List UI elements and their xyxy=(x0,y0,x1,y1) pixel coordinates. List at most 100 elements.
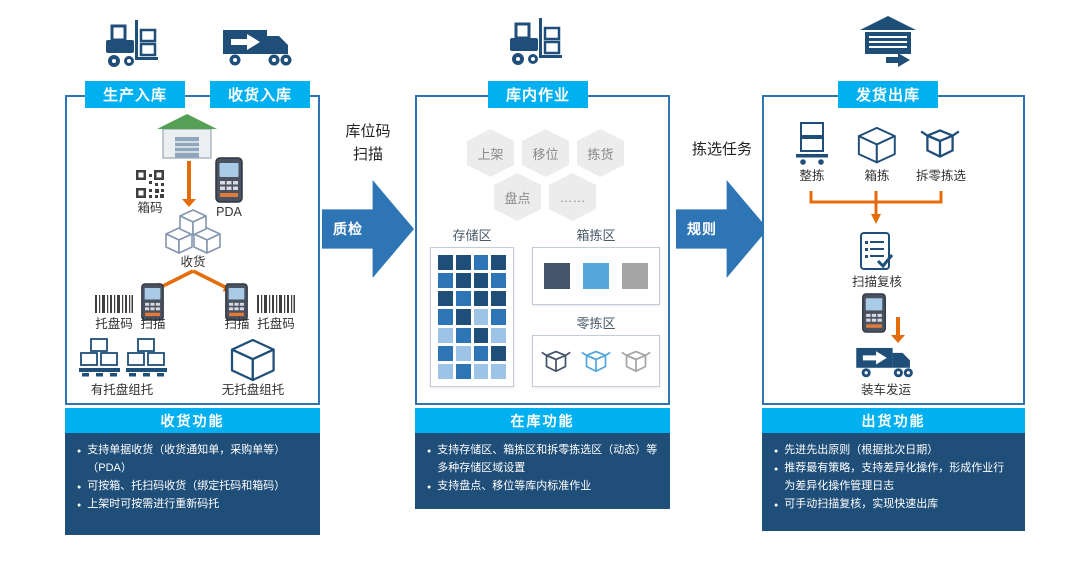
bullet-text: 支持存储区、箱拣区和拆零拣选区（动态）等多种存储区域设置 xyxy=(437,444,658,475)
box-pick-zone-box xyxy=(532,247,660,305)
without-pallet-label: 无托盘组托 xyxy=(221,383,285,397)
pda-label: PDA xyxy=(216,205,242,219)
storage-zone-box xyxy=(430,247,514,387)
barcode-icon xyxy=(95,295,133,313)
bullet-item: ●上架时可按需进行重新码托 xyxy=(75,495,310,513)
hex-pick: 拣货 xyxy=(577,129,624,177)
storage-cell xyxy=(455,327,471,343)
ship-label: 装车发运 xyxy=(860,383,911,397)
open-box-icon xyxy=(580,350,612,373)
outbound-footer: 出货功能 ●先进先出原则（根据批次日期） ●推荐最有策略，支持差异化操作，形成作… xyxy=(762,408,1025,531)
factory-building-icon xyxy=(157,114,217,159)
bullet-icon: ● xyxy=(77,484,82,492)
storage-cell xyxy=(438,363,453,379)
header-warehouse-ops: 库内作业 xyxy=(488,81,588,108)
bullet-item: ● 支持存储区、箱拣区和拆零拣选区（动态）等多种存储区域设置 xyxy=(425,441,660,477)
pallet-boxes-icon xyxy=(126,338,167,377)
open-box-icon xyxy=(620,350,652,373)
shipping-truck-icon xyxy=(856,347,913,378)
storage-cell xyxy=(473,327,489,343)
bullet-text: 先进先出原则（根据批次日期） xyxy=(784,444,939,456)
inbound-footer-title: 收货功能 xyxy=(65,408,320,433)
box-pick-swatch xyxy=(583,263,609,289)
warehouse-footer-body: ● 支持存储区、箱拣区和拆零拣选区（动态）等多种存储区域设置 ● 支持盘点、移位等库… xyxy=(415,433,670,509)
storage-cell xyxy=(455,363,471,379)
pda-scanner-icon xyxy=(141,283,164,321)
bullet-item: ● 可手动扫描复核，实现快速出库 xyxy=(772,495,1015,513)
pda-icon xyxy=(215,157,243,203)
barcode-icon xyxy=(257,295,295,313)
storage-cell xyxy=(473,273,489,289)
pallet-boxes-icon xyxy=(79,338,120,377)
flow1-arrow-right-icon: 质检 xyxy=(322,180,414,278)
with-pallet-label: 有托盘组托 xyxy=(90,383,154,397)
bullet-icon: ● xyxy=(427,484,432,492)
storage-cell xyxy=(491,345,506,361)
bullet-icon: ● xyxy=(427,448,432,455)
bullet-icon: ● xyxy=(774,502,779,510)
bullet-icon: ● xyxy=(774,466,779,474)
flow1-label-line1: 库位码 xyxy=(345,123,391,140)
bullet-item: ● 推荐最有策略，支持差异化操作，形成作业行为差异化操作管理日志 xyxy=(772,459,1015,495)
bullet-text: 支持盘点、移位等库内标准作业 xyxy=(437,480,592,493)
flow2-label: 拣选任务 xyxy=(678,138,766,161)
storage-cell xyxy=(491,255,506,271)
header-receiving-inbound: 收货入库 xyxy=(210,81,310,108)
bullet-text: 可手动扫描复核，实现快速出库 xyxy=(784,498,939,511)
storage-cell xyxy=(473,345,489,361)
header-outbound: 发货出库 xyxy=(838,81,938,108)
production-forklift-icon xyxy=(106,20,158,67)
storage-cell xyxy=(473,255,489,271)
warehouse-footer-title: 在库功能 xyxy=(415,408,670,433)
outbound-panel: 整拣 箱拣 拆零拣选 扫描 xyxy=(762,95,1025,405)
single-box-icon xyxy=(230,339,275,382)
storage-cell xyxy=(473,291,489,307)
bullet-item: ● 可按箱、托扫码收货（绑定托码和箱码） xyxy=(75,477,310,495)
pda-scanner-icon xyxy=(225,283,248,321)
bullet-item: ●支持单据收货（收货通知单，采购单等）（PDA） xyxy=(75,441,310,477)
box-pick-icon xyxy=(857,127,896,164)
piece-pick-zone-box xyxy=(532,335,660,387)
storage-cell xyxy=(438,291,453,307)
storage-cell xyxy=(473,309,489,325)
qr-code-icon xyxy=(136,170,164,198)
bullet-item: ● 支持盘点、移位等库内标准作业 xyxy=(425,477,660,495)
storage-cell xyxy=(491,291,506,307)
hex-relocate: 移位 xyxy=(522,129,569,177)
down-arrow-icon xyxy=(182,161,196,207)
bullet-icon: ● xyxy=(774,448,779,455)
storage-cell xyxy=(438,345,453,361)
storage-cell xyxy=(491,309,506,325)
storage-cell xyxy=(455,291,471,307)
storage-cell xyxy=(438,327,453,343)
flow1-arrow-text: 质检 xyxy=(333,221,363,237)
piece-pick-label: 拆零拣选 xyxy=(915,169,966,183)
bullet-text: 推荐最有策略，支持差异化操作，形成作业行为差异化操作管理日志 xyxy=(784,462,1005,493)
warehouse-ops-panel: 上架 移位 拣货 盘点 …… 存储区 箱拣区 零拣区 xyxy=(415,95,670,405)
flow2-arrow-text: 规则 xyxy=(687,221,717,237)
storage-cell xyxy=(473,363,489,379)
box-pick-swatch xyxy=(544,263,570,289)
bullet-text: 可按箱、托扫码收货（绑定托码和箱码） xyxy=(87,480,286,493)
flow2-label-line1: 拣选任务 xyxy=(691,141,752,158)
warehouse-forklift-icon xyxy=(510,18,562,65)
storage-cell xyxy=(455,345,471,361)
checklist-icon xyxy=(860,232,894,270)
outbound-warehouse-icon xyxy=(860,16,916,67)
header-production-inbound: 生产入库 xyxy=(85,81,185,108)
hex-count: 盘点 xyxy=(494,173,541,221)
storage-cell xyxy=(491,327,506,343)
scan-left-label: 扫描 xyxy=(140,317,166,331)
box-code-label: 箱码 xyxy=(137,201,163,215)
inbound-panel: 箱码 PDA 收货 xyxy=(65,95,320,405)
piece-pick-zone-label: 零拣区 xyxy=(576,316,616,331)
storage-cell xyxy=(455,273,471,289)
bullet-text: 上架时可按需进行重新码托 xyxy=(87,498,220,511)
storage-cell xyxy=(491,273,506,289)
storage-cell xyxy=(455,309,471,325)
open-box-icon xyxy=(540,350,572,373)
warehouse-footer: 在库功能 ● 支持存储区、箱拣区和拆零拣选区（动态）等多种存储区域设置 ● 支持盘点… xyxy=(415,408,670,509)
storage-grid xyxy=(431,248,513,386)
storage-cell xyxy=(455,255,471,271)
whole-pick-label: 整拣 xyxy=(799,169,825,183)
